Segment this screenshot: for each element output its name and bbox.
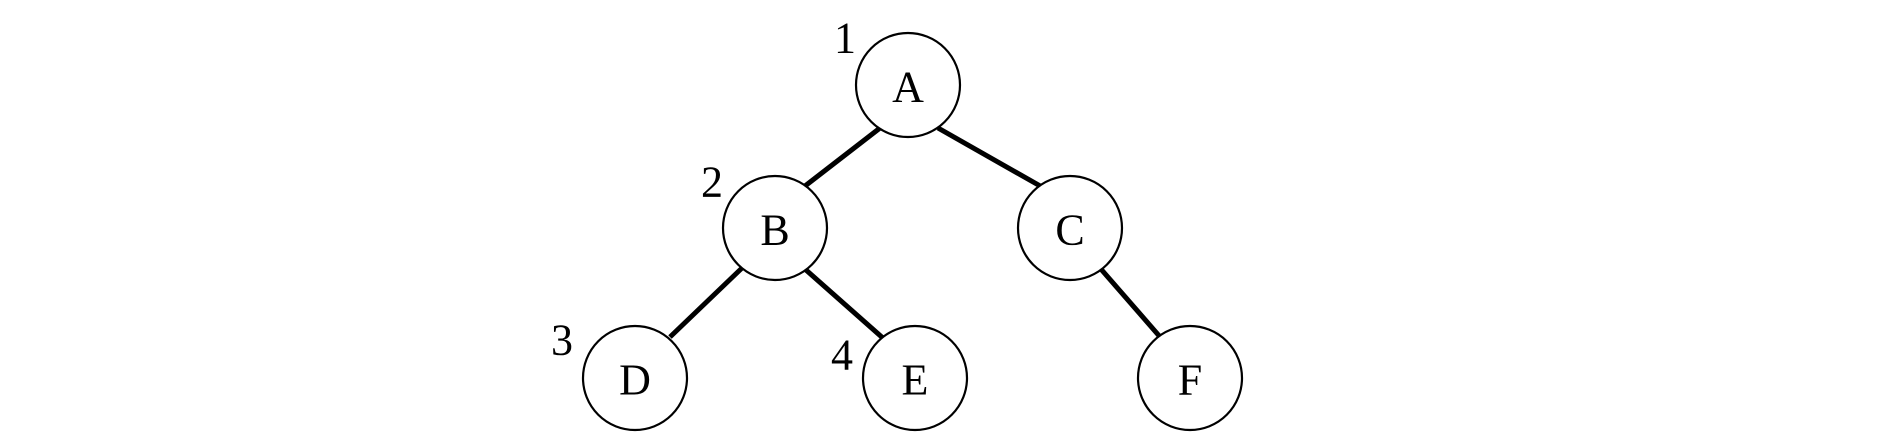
node-label-c: C (1055, 206, 1084, 255)
node-label-a: A (892, 63, 924, 112)
order-label-d: 3 (551, 316, 573, 365)
order-label-e: 4 (831, 331, 853, 380)
edge-b-e (804, 268, 886, 341)
nodes-layer: A B C D E F (581, 31, 1244, 432)
node-label-f: F (1178, 356, 1202, 405)
node-circle-b (721, 174, 829, 282)
node-circle-a (854, 31, 962, 139)
edge-a-b (803, 126, 882, 188)
node-f[interactable]: F (1136, 324, 1244, 432)
node-circle-f (1136, 324, 1244, 432)
order-label-a: 1 (834, 14, 856, 63)
order-label-b: 2 (701, 158, 723, 207)
edge-a-c (936, 125, 1044, 190)
node-d[interactable]: D (581, 324, 689, 432)
edge-b-d (668, 266, 744, 339)
node-label-b: B (760, 206, 789, 255)
node-circle-d (581, 324, 689, 432)
node-label-d: D (619, 356, 651, 405)
edges-layer (668, 125, 1163, 341)
order-labels-layer: 1 2 3 4 (551, 14, 856, 380)
node-circle-c (1016, 174, 1124, 282)
node-a[interactable]: A (854, 31, 962, 139)
edge-c-f (1098, 266, 1163, 340)
node-e[interactable]: E (861, 324, 969, 432)
node-label-e: E (902, 356, 929, 405)
node-c[interactable]: C (1016, 174, 1124, 282)
node-circle-e (861, 324, 969, 432)
node-b[interactable]: B (721, 174, 829, 282)
